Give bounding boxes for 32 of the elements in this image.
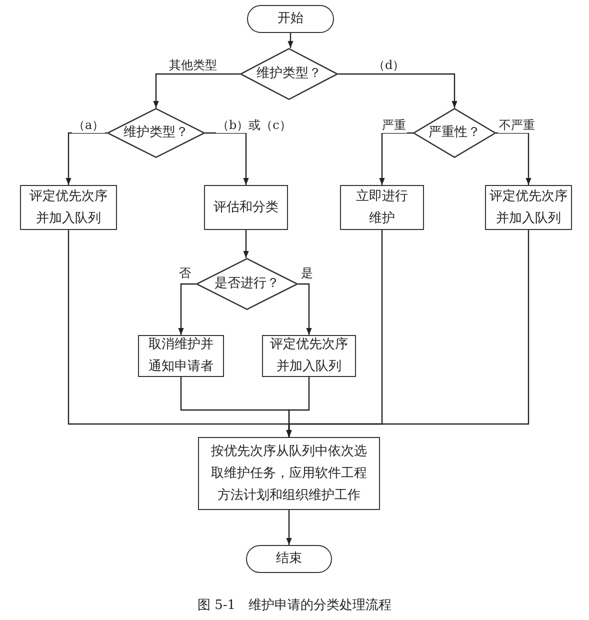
caption: 图 5-1 维护申请的分类处理流程 bbox=[197, 598, 392, 613]
process-box: 评定优先次序并加入队列 bbox=[262, 335, 356, 377]
arrow bbox=[379, 132, 413, 185]
arrow bbox=[338, 73, 458, 108]
arrow bbox=[496, 132, 532, 185]
edge-label: （a） bbox=[72, 118, 106, 133]
arrow bbox=[66, 132, 107, 185]
arrow bbox=[178, 283, 196, 335]
edge-label: 其他类型 bbox=[168, 58, 218, 73]
decision-diamond: 维护类型？ bbox=[107, 108, 205, 158]
process-box: 评定优先次序并加入队列 bbox=[20, 185, 117, 230]
arrow bbox=[286, 230, 530, 437]
process-box: 评定优先次序并加入队列 bbox=[485, 185, 572, 230]
process-box: 取消维护并通知申请者 bbox=[138, 335, 224, 377]
terminal-box: 开始 bbox=[247, 5, 334, 33]
terminal-box: 结束 bbox=[246, 545, 332, 573]
process-box: 立即进行维护 bbox=[340, 185, 424, 230]
edge-label: 是 bbox=[300, 266, 314, 281]
decision-diamond: 是否进行？ bbox=[196, 258, 298, 310]
arrow bbox=[153, 73, 240, 108]
arrow bbox=[286, 510, 292, 545]
process-box: 评估和分类 bbox=[204, 185, 288, 230]
edge-label: 否 bbox=[178, 266, 192, 281]
arrow bbox=[298, 283, 312, 335]
edge-label: 严重 bbox=[381, 118, 407, 133]
edge-label: 不严重 bbox=[498, 118, 536, 133]
decision-diamond: 维护类型？ bbox=[240, 48, 338, 100]
arrow bbox=[288, 33, 294, 48]
decision-diamond: 严重性？ bbox=[413, 108, 496, 158]
arrow bbox=[205, 132, 249, 185]
arrow bbox=[243, 230, 249, 258]
process-box: 按优先次序从队列中依次选取维护任务，应用软件工程方法计划和组织维护工作 bbox=[198, 437, 380, 510]
